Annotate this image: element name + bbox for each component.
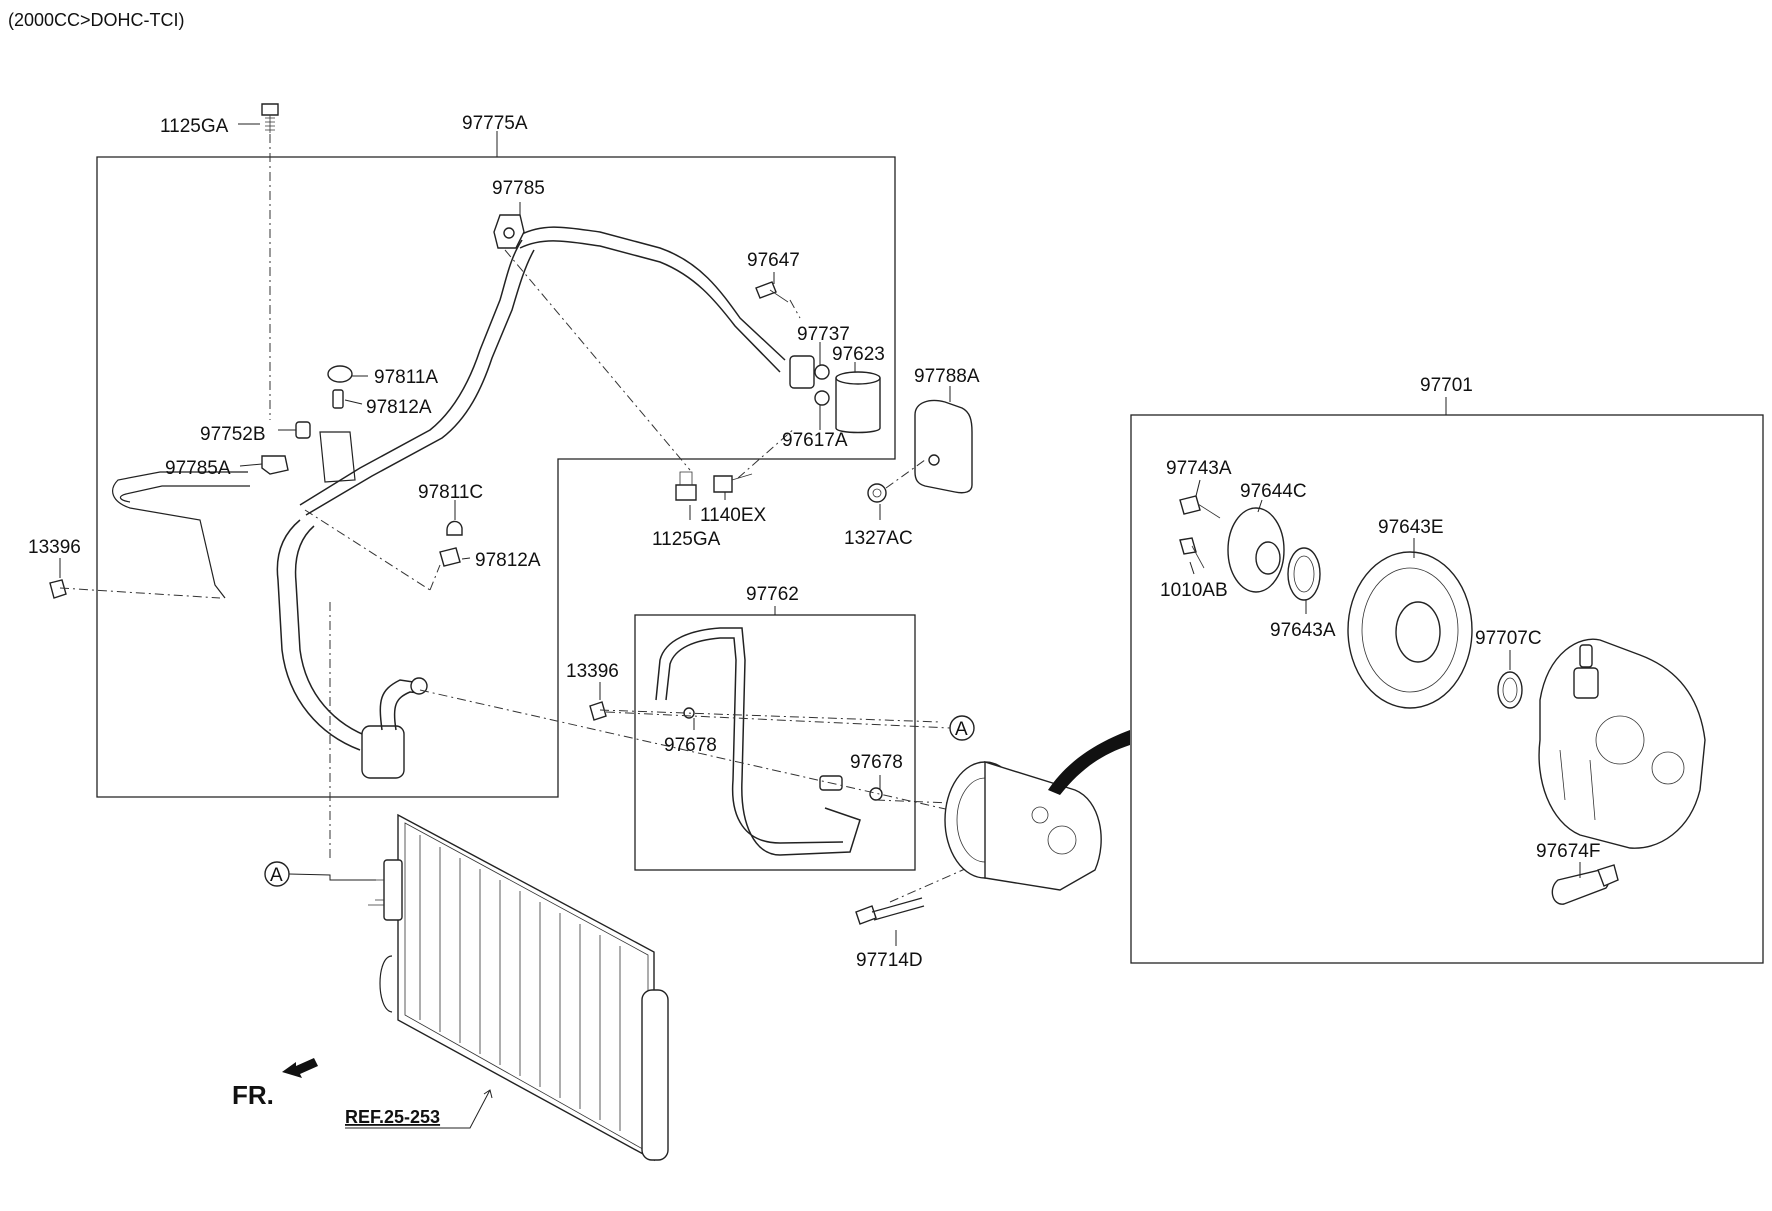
front-indicator: FR. [232, 1080, 274, 1110]
cover-97788a [914, 399, 973, 494]
label-97737: 97737 [797, 324, 850, 345]
condenser-ref-25-253 [368, 813, 669, 1162]
valve-core-97812a-top [332, 389, 344, 409]
label-97811c: 97811C [418, 482, 483, 503]
bolt-1140ex [713, 473, 753, 493]
relief-valve-97674f [1551, 864, 1619, 905]
bolt-97647 [755, 281, 789, 303]
engine-spec-header: (2000CC>DOHC-TCI) [8, 10, 185, 30]
liquid-tube-97762 [655, 627, 883, 856]
label-97623: 97623 [832, 344, 885, 365]
suction-hose [112, 226, 786, 779]
reference-arrow [345, 1089, 493, 1129]
label-97678-right: 97678 [850, 752, 903, 773]
label-13396-mid: 13396 [566, 661, 619, 682]
clip-97752b [295, 421, 311, 439]
label-97707c: 97707C [1475, 628, 1542, 649]
bolt-97743a [1179, 495, 1221, 519]
label-13396-left: 13396 [28, 537, 81, 558]
label-1010ab: 1010AB [1160, 580, 1228, 601]
fitting-block-97623 [789, 355, 815, 389]
snap-ring-97707c [1497, 671, 1523, 709]
hub-97644c [1227, 507, 1285, 593]
callout-a-lower-label: A [270, 865, 283, 886]
cap-97811a [327, 365, 353, 383]
bracket-suction-hose [319, 431, 356, 483]
label-97674f: 97674F [1536, 841, 1600, 862]
clip-13396-mid [589, 701, 607, 721]
label-97701: 97701 [1420, 375, 1473, 396]
compressor-assembled [944, 761, 1102, 891]
label-97643a: 97643A [1270, 620, 1336, 641]
label-97752b: 97752B [200, 424, 266, 445]
label-97644c: 97644C [1240, 481, 1307, 502]
label-1140ex: 1140EX [700, 505, 767, 526]
bolt-1125ga-top [261, 103, 279, 133]
label-97743a: 97743A [1166, 458, 1232, 479]
oring-97617a [814, 390, 830, 406]
callout-a-lower: A [264, 861, 290, 887]
shim-97643a [1287, 547, 1321, 601]
label-97788a: 97788A [914, 366, 980, 387]
clip-13396-left [49, 579, 67, 599]
valve-core-97812a-side [439, 547, 461, 567]
callout-a-upper-label: A [955, 719, 968, 740]
label-97785a: 97785A [165, 458, 231, 479]
reference-label: REF.25-253 [345, 1107, 440, 1127]
cap-97811c [446, 520, 463, 536]
label-97775a: 97775A [462, 113, 528, 134]
label-97714d: 97714D [856, 950, 923, 971]
label-97617a: 97617A [782, 430, 848, 451]
label-1327ac: 1327AC [844, 528, 913, 549]
label-97785: 97785 [492, 178, 545, 199]
label-97678-left: 97678 [664, 735, 717, 756]
callout-a-upper: A [949, 715, 975, 741]
bolt-1125ga-mid [675, 471, 697, 501]
label-97812a-side: 97812A [475, 550, 541, 571]
label-97812a-top: 97812A [366, 397, 432, 418]
oring-97737 [814, 364, 830, 380]
label-97811a: 97811A [374, 367, 438, 388]
front-arrow-icon [282, 1058, 318, 1078]
clip-97785a [261, 455, 289, 475]
hose-assembly-box [96, 156, 896, 798]
bolt-1010ab [1179, 537, 1205, 569]
label-1125ga-top: 1125GA [160, 116, 229, 137]
pulley-97643e [1347, 551, 1473, 709]
bolt-97714d [855, 897, 925, 925]
label-1125ga-mid: 1125GA [652, 529, 721, 550]
receiver-drier-97623 [835, 371, 881, 434]
detail-arrow [1048, 730, 1130, 795]
label-97762: 97762 [746, 584, 799, 605]
label-97643e: 97643E [1378, 517, 1444, 538]
nut-1327ac [867, 483, 887, 503]
label-97647: 97647 [747, 250, 800, 271]
compressor-assembly-box [1130, 414, 1764, 964]
compressor-body-detail [1538, 638, 1706, 849]
